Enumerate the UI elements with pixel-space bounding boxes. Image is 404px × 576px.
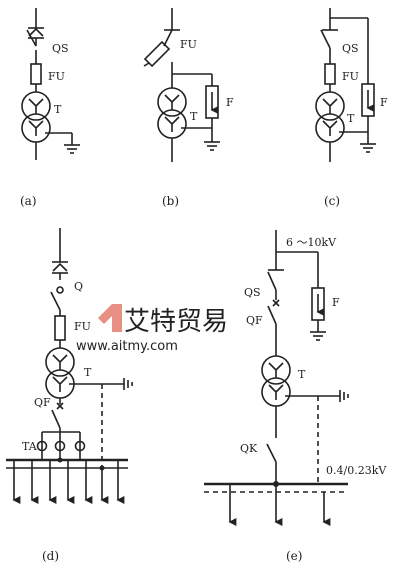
label-qf-d: QF [34,396,51,409]
diagram-c: QS FU F T [315,8,388,162]
watermark-name: 艾特贸易 [124,307,228,337]
label-qs-c: QS [342,42,359,55]
caption-d: (d) [42,549,59,563]
label-f-c: F [380,96,388,109]
label-q-d: Q [74,280,83,293]
label-t-b: T [190,110,198,123]
label-fu-b: FU [180,38,197,51]
label-fu-a: FU [48,70,65,83]
diagram-e: 6 ～10kV QS F QF T QK 0.4/0.23kV [204,230,387,526]
label-hv-e: 6 ～10kV [286,236,337,249]
label-qs-a: QS [52,42,69,55]
diagram-d: Q FU T QF TA [6,228,133,504]
label-t-c: T [347,112,355,125]
caption-e: (e) [286,549,302,563]
watermark-logo-icon [98,304,122,332]
label-ta-d: TA [22,440,38,453]
label-f-e: F [332,296,340,309]
label-fu-d: FU [74,320,91,333]
diagram-b: FU F T [143,8,234,162]
label-qk-e: QK [240,442,258,455]
label-qf-e: QF [246,314,263,327]
watermark: 艾特贸易 www.aitmy.com [76,304,228,354]
label-qs-e: QS [244,286,261,299]
label-t-d: T [84,366,92,379]
watermark-url: www.aitmy.com [76,339,178,354]
label-fu-c: FU [342,70,359,83]
caption-a: (a) [20,194,37,208]
label-f-b: F [226,96,234,109]
label-t-e: T [298,368,306,381]
caption-b: (b) [162,194,179,208]
diagram-a: QS FU T [21,8,80,160]
caption-c: (c) [324,194,340,208]
label-lv-e: 0.4/0.23kV [326,464,387,477]
label-t-a: T [54,103,62,116]
